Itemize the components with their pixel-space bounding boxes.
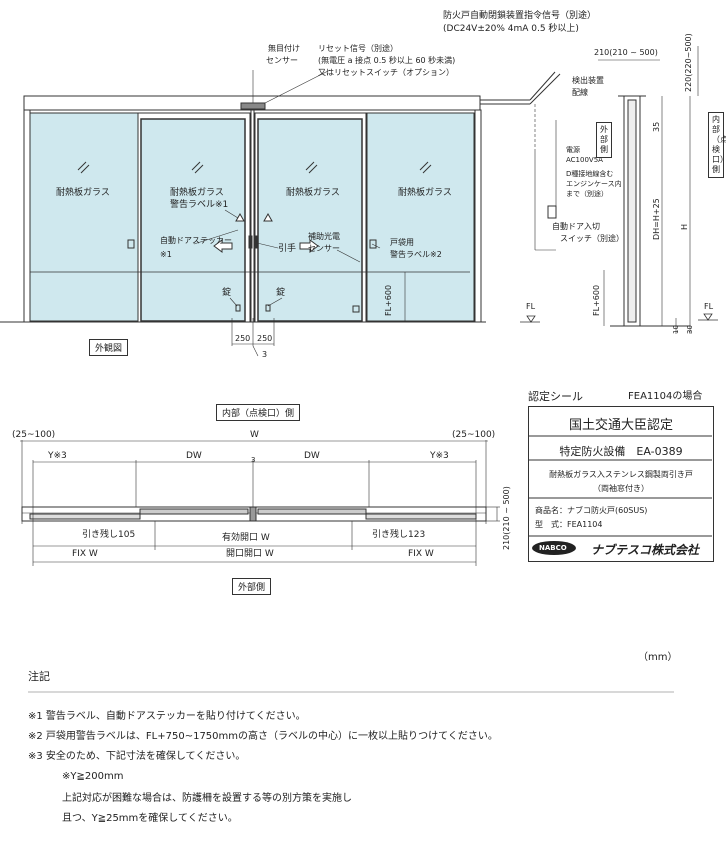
glass-label-1: 耐熱板ガラス	[56, 188, 110, 198]
plan-left-remain: 引き残し105	[82, 530, 136, 540]
detector-label-line2: 配線	[572, 88, 588, 97]
seal-desc2: （両袖窓付き）	[593, 484, 649, 493]
fixed-glass-left	[29, 112, 139, 322]
front-fl-label: FL	[526, 302, 536, 311]
aux-sensor-line2: センサー	[308, 244, 340, 253]
side-dim-35: 35	[652, 121, 661, 132]
glass-label-4: 耐熱板ガラス	[398, 188, 452, 198]
side-dim-fl600: FL+600	[592, 284, 601, 316]
power-line4: エンジンケース内	[566, 180, 622, 188]
fl-marker-side	[698, 313, 718, 321]
side-dim-width: 210(210 ~ 500)	[594, 48, 658, 57]
fl-marker-front	[520, 315, 540, 323]
side-inside-label: 内部（点検口）側	[708, 112, 726, 178]
note-item-3: ※3 安全のため、下記寸法を確保してください。	[28, 751, 246, 762]
plan-fix-left: FIX W	[72, 549, 98, 559]
note-item-4: ※Y≧200mm	[62, 771, 124, 782]
plan-y3-right: Y※3	[430, 451, 449, 461]
sensor-label-line2: センサー	[266, 56, 298, 65]
seal-nabco: NABCO	[539, 544, 567, 552]
seal-model: 型 式：FEA1104	[535, 520, 603, 529]
plan-dw-right: DW	[304, 451, 320, 461]
fixed-glass-right	[365, 112, 475, 322]
side-dim-10: 10	[672, 325, 680, 334]
power-line3: D種接地線含む	[566, 170, 614, 178]
door-glass-left	[140, 118, 246, 322]
front-caption: 外観図	[89, 339, 129, 356]
side-outside-label: 外部側	[596, 122, 612, 158]
seal-spec: 特定防火設備 EA-0389	[559, 445, 683, 458]
dim-250-right: 250	[257, 334, 273, 343]
power-line2: AC100V5A	[566, 156, 603, 164]
lock-label-right: 錠	[276, 288, 286, 298]
glass-label-2: 耐熱板ガラス	[170, 188, 224, 198]
lock-label-left: 錠	[222, 288, 232, 298]
dim-250-left: 250	[235, 334, 251, 343]
side-fl-label: FL	[704, 302, 714, 311]
certification-seal: 国土交通大臣認定 特定防火設備 EA-0389 耐熱板ガラス入ステンレス鋼製両引…	[528, 406, 714, 562]
glass-label-3: 耐熱板ガラス	[286, 188, 340, 198]
reset-signal-line3: 又はリセットスイッチ（オプション）	[318, 68, 454, 77]
seal-lines	[528, 435, 712, 537]
seal-product: 商品名：ナブコ防火戸(60SUS)	[535, 506, 648, 515]
sensor-label-line1: 無目付け	[268, 44, 300, 53]
plan-effective: 有効開口 W	[222, 533, 270, 543]
side-dim-30: 30	[686, 325, 694, 334]
unit-label: （mm）	[638, 652, 678, 663]
nabco-logo	[532, 541, 576, 555]
seal-company: ナブテスコ株式会社	[591, 543, 700, 557]
power-line5: まで（別途）	[566, 190, 608, 198]
note-item-1: ※1 警告ラベル、自動ドアステッカーを貼り付けてください。	[28, 711, 306, 722]
seal-header-left: 認定シール	[528, 390, 583, 403]
front-fl600: FL+600	[384, 284, 393, 316]
plan-w: W	[250, 430, 259, 440]
seal-desc1: 耐熱板ガラス入ステンレス鋼製両引き戸	[549, 470, 693, 479]
plan-depth: 210(210 ~ 500)	[502, 486, 511, 550]
signal-label-line1: 防火戸自動閉鎖装置指令信号（別途）	[443, 11, 597, 21]
handle-label: 引手	[278, 244, 297, 254]
detector-label-line1: 検出装置	[572, 76, 604, 85]
plan-opening: 開口開口 W	[226, 549, 274, 559]
notes-title: 注記	[28, 670, 50, 683]
plan-view	[20, 440, 500, 566]
side-dim-header: 220(220~500)	[684, 33, 693, 92]
aux-sensor-line1: 補助光電	[308, 232, 340, 241]
plan-inside-label: 内部（点検口）側	[216, 404, 301, 421]
note-item-5: 上記対応が困難な場合は、防護柵を設置する等の別方策を実施し	[62, 793, 352, 804]
plan-y3-left: Y※3	[48, 451, 67, 461]
dim-3: 3	[262, 350, 268, 359]
note-item-2: ※2 戸袋用警告ラベルは、FL+750~1750mmの高さ（ラベルの中心）に一枚…	[28, 731, 498, 742]
side-dim-dh: DH=H+25	[652, 198, 661, 240]
note-item-6: 且つ、Y≧25mmを確保してください。	[62, 813, 238, 824]
power-line1: 電源	[566, 146, 580, 154]
warning-label: 警告ラベル※1	[170, 200, 229, 210]
plan-dw-left: DW	[186, 451, 202, 461]
front-elevation	[0, 69, 561, 357]
plan-right-range: (25~100)	[452, 430, 496, 440]
switch-line1: 自動ドア入切	[552, 222, 600, 231]
plan-fix-right: FIX W	[408, 549, 434, 559]
seal-header-right: FEA1104の場合	[628, 391, 703, 402]
plan-right-remain: 引き残し123	[372, 530, 426, 540]
pocket-label-line2: 警告ラベル※2	[390, 250, 442, 259]
seal-title: 国土交通大臣認定	[568, 418, 673, 433]
reset-signal-line1: リセット信号（別途）	[318, 44, 398, 53]
plan-outside-label: 外部側	[232, 578, 272, 595]
pocket-label-line1: 戸袋用	[390, 238, 414, 247]
reset-signal-line2: (無電圧 a 接点 0.5 秒以上 60 秒未満)	[318, 56, 456, 65]
door-glass-right	[257, 118, 363, 322]
side-section	[534, 46, 699, 334]
switch-line2: スイッチ（別途）	[560, 234, 624, 243]
door-sticker-label: 自動ドアステッカー	[160, 236, 232, 245]
note1-mark: ※1	[160, 250, 172, 259]
plan-left-range: (25~100)	[12, 430, 56, 440]
plan-center: 3	[251, 456, 256, 464]
signal-label-line2: (DC24V±20% 4mA 0.5 秒以上)	[443, 24, 579, 34]
side-dim-h: H	[680, 223, 689, 230]
